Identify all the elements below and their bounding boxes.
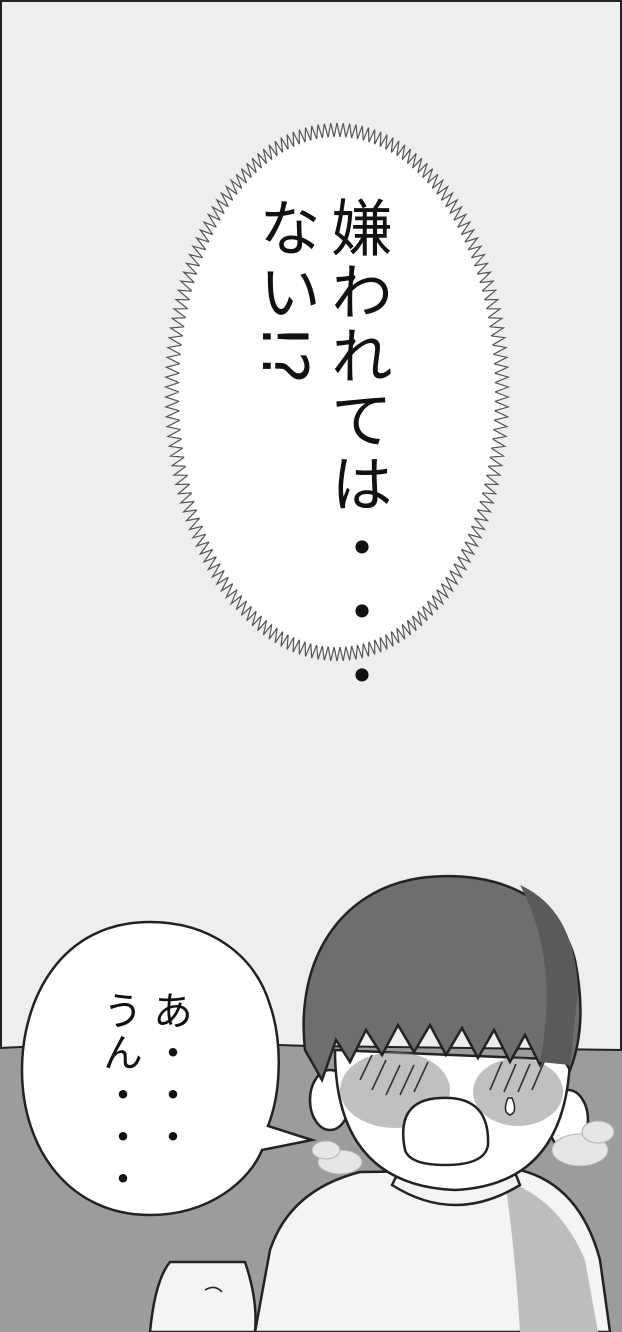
thought-bubble-body [179,137,495,647]
thought-line-1: 嫌われては・・・ [320,196,393,708]
blush-hatching [359,1054,545,1096]
speech-line-1: あ・・・ [146,990,192,1158]
steam-puff-left [311,1140,363,1175]
steam-puff-right [551,1120,615,1167]
thought-bubble [163,122,511,662]
speech-line-2: うん・・・ [96,990,142,1200]
speech-bubble [20,920,317,1217]
sweat-drop [504,1097,516,1116]
mouth [401,1096,490,1167]
character-boy [253,874,615,1332]
foreground-cushion [148,1260,257,1332]
thought-line-2: ない!? [248,196,321,386]
